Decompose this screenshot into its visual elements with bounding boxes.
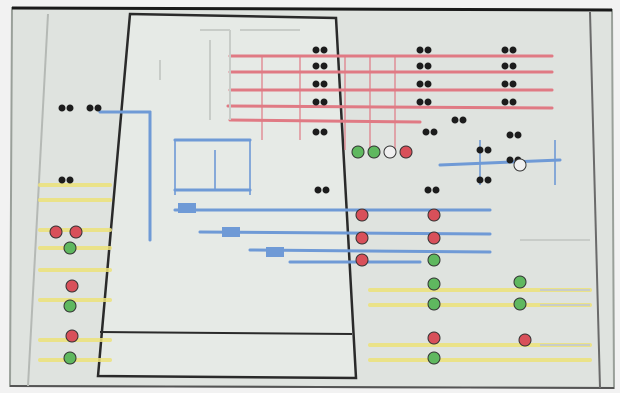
pin-pair: [312, 62, 320, 70]
led-indicator: [383, 145, 397, 159]
pin-pair: [422, 128, 430, 136]
pin-pair: [432, 186, 440, 194]
pin-pair: [484, 146, 492, 154]
blue-trace: [438, 158, 562, 167]
pin-pair: [416, 46, 424, 54]
white-trace-group: [159, 29, 590, 346]
pin-pair: [501, 46, 509, 54]
pin-pair: [416, 62, 424, 70]
blue-chip: [178, 203, 196, 213]
led-indicator: [427, 253, 441, 267]
pin-pair: [514, 131, 522, 139]
pin-pair: [509, 80, 517, 88]
blue-chip: [222, 227, 240, 237]
led-indicator: [427, 208, 441, 222]
board-bottom-edge: [9, 385, 615, 389]
blue-trace: [248, 248, 492, 254]
left-pin-pair: [66, 104, 74, 112]
pin-pair: [430, 128, 438, 136]
pin-pair: [484, 176, 492, 184]
board-top-edge: [11, 6, 613, 12]
led-indicator: [427, 231, 441, 245]
led-indicator: [49, 225, 63, 239]
led-indicator: [513, 158, 527, 172]
pin-pair: [476, 146, 484, 154]
led-indicator: [513, 275, 527, 289]
led-indicator: [65, 329, 79, 343]
pin-pair: [320, 80, 328, 88]
pin-pair: [312, 80, 320, 88]
pin-pair: [509, 62, 517, 70]
pin-pair: [416, 98, 424, 106]
pin-pair: [320, 62, 328, 70]
pin-pair: [424, 80, 432, 88]
pin-pair: [314, 186, 322, 194]
left-pin-pair: [58, 104, 66, 112]
red-trace-group: [226, 54, 554, 150]
led-indicator: [63, 299, 77, 313]
blue-trace: [198, 230, 492, 236]
left-pin-pair: [66, 176, 74, 184]
pin-pair: [424, 186, 432, 194]
pin-pair: [476, 176, 484, 184]
pin-pair: [501, 80, 509, 88]
pin-pair: [320, 98, 328, 106]
pin-pair: [459, 116, 467, 124]
pin-pair: [320, 128, 328, 136]
blue-trace-group: [98, 110, 562, 264]
led-indicator: [355, 231, 369, 245]
left-pin-pair: [58, 176, 66, 184]
led-indicator: [513, 297, 527, 311]
led-indicator: [427, 277, 441, 291]
pin-pair: [416, 80, 424, 88]
red-trace: [226, 104, 554, 110]
left-pin-pair: [94, 104, 102, 112]
pin-pair: [509, 98, 517, 106]
led-indicator: [399, 145, 413, 159]
led-indicator: [518, 333, 532, 347]
led-indicator: [355, 208, 369, 222]
led-indicator: [427, 297, 441, 311]
pin-pair: [424, 62, 432, 70]
led-indicator: [427, 351, 441, 365]
pin-pair: [506, 156, 514, 164]
left-pin-pair: [86, 104, 94, 112]
led-indicator: [355, 253, 369, 267]
pin-pair: [509, 46, 517, 54]
pin-pair: [322, 186, 330, 194]
board-right-edge: [589, 11, 601, 389]
led-indicator: [427, 331, 441, 345]
pin-pair: [424, 98, 432, 106]
pin-pair: [312, 128, 320, 136]
pin-pair: [312, 98, 320, 106]
pin-pair: [501, 62, 509, 70]
pin-pair: [506, 131, 514, 139]
panel-frame-divider: [99, 331, 353, 335]
pin-pair: [451, 116, 459, 124]
pin-pair: [424, 46, 432, 54]
led-indicator: [69, 225, 83, 239]
pin-pair: [312, 46, 320, 54]
pin-pair: [320, 46, 328, 54]
led-indicator: [65, 279, 79, 293]
led-indicator: [63, 241, 77, 255]
component-group: [49, 46, 532, 365]
pin-pair: [501, 98, 509, 106]
red-trace: [228, 118, 422, 124]
blue-chip: [266, 247, 284, 257]
led-indicator: [351, 145, 365, 159]
led-indicator: [367, 145, 381, 159]
led-indicator: [63, 351, 77, 365]
